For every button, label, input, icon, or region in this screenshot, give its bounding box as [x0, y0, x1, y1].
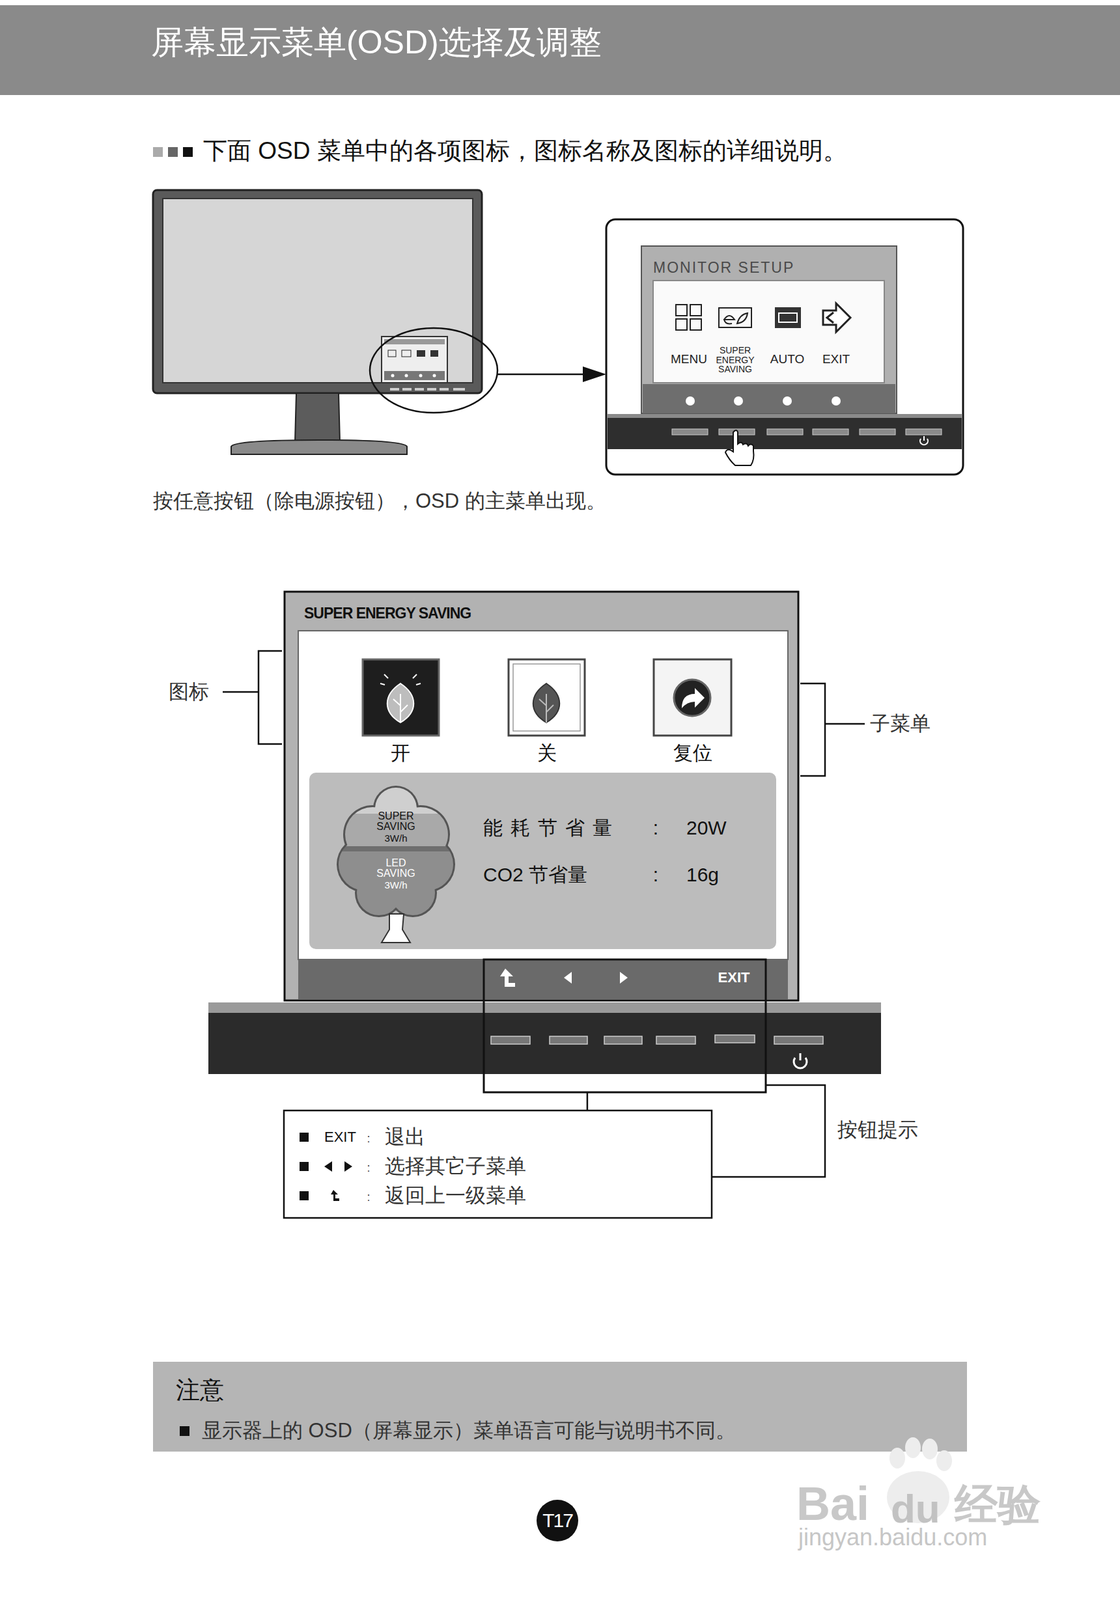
node-text: :	[366, 1161, 370, 1176]
caption-text: 按任意按钮（除电源按钮），OSD 的主菜单出现。	[153, 489, 607, 514]
page-number: T17	[536, 1500, 579, 1542]
callout-label: 子菜单	[869, 712, 931, 736]
node-text: SUPER ENERGY SAVING	[714, 345, 756, 375]
note-box: 注意显示器上的 OSD（屏幕显示）菜单语言可能与说明书不同。	[153, 1362, 967, 1453]
watermark: 经验	[954, 1480, 1041, 1531]
submenu-item: 开	[362, 659, 439, 768]
watermark: Bai	[796, 1477, 870, 1532]
node-text: 复位	[673, 742, 713, 766]
node-text: LED SAVING	[369, 858, 422, 880]
intro-text: 下面 OSD 菜单中的各项图标，图标名称及图标的详细说明。	[203, 137, 848, 166]
node-text: 退出	[384, 1125, 426, 1150]
node-text: EXIT	[718, 969, 751, 986]
node-text: 开	[390, 742, 411, 766]
node-text: EXIT	[822, 352, 850, 367]
watermark: jingyan.baidu.com	[798, 1524, 988, 1552]
menu-item: SUPER ENERGY SAVING	[712, 296, 758, 374]
callout-label: 按钮提示	[837, 1118, 919, 1143]
node-text: :	[366, 1132, 370, 1147]
page-title: 屏幕显示菜单(OSD)选择及调整	[151, 24, 602, 62]
hint-legend-box: EXIT: 退出: 选择其它子菜单: 返回上一级菜单	[283, 1110, 712, 1219]
node-text: 选择其它子菜单	[384, 1155, 527, 1179]
node-text: MENU	[670, 352, 708, 367]
tree-badge: SUPER SAVING3W/hLED SAVING3W/h	[332, 785, 460, 946]
menu-item: AUTO	[764, 296, 811, 372]
node-text: MONITOR SETUP	[653, 259, 795, 277]
node-text: T17	[542, 1510, 573, 1533]
node-text: 注意	[175, 1377, 224, 1406]
node-text: 返回上一级菜单	[384, 1184, 527, 1208]
node-text: 20W	[686, 817, 727, 840]
node-text: 16g	[686, 864, 719, 887]
osd-panel: MONITOR SETUP MENU SUPER ENERGY SAVING AUTO…	[641, 246, 897, 414]
node-text: 3W/h	[384, 832, 407, 844]
node-text: AUTO	[770, 352, 805, 367]
node-text: 3W/h	[384, 879, 407, 891]
submenu-item: 关	[508, 659, 585, 768]
node-text: 显示器上的 OSD（屏幕显示）菜单语言可能与说明书不同。	[201, 1419, 736, 1443]
node-text: 关	[537, 742, 557, 766]
button-hint-bar: EXIT	[483, 959, 766, 1093]
node-text: SUPER ENERGY SAVING	[304, 604, 471, 622]
node-text: :	[366, 1190, 370, 1205]
node-text: :	[653, 817, 659, 840]
menu-item: EXIT	[813, 296, 859, 372]
node-text: :	[653, 864, 659, 887]
osd-window: SUPER ENERGY SAVING 开 关 复位能耗节省量: 20W CO2 节省量:…	[284, 591, 799, 1001]
submenu-item: 复位	[653, 659, 732, 768]
connector-line	[586, 1092, 588, 1111]
callout-label: 图标	[168, 680, 210, 704]
node-text: CO2 节省量	[483, 864, 588, 887]
node-text: EXIT	[324, 1129, 357, 1146]
node-text: SUPER SAVING	[369, 811, 422, 833]
info-panel: 能耗节省量:20WCO2 节省量:16gSUPER SAVING3W/hLED …	[309, 772, 777, 950]
node-text: 能耗节省量	[483, 817, 620, 840]
menu-item: MENU	[666, 296, 712, 372]
